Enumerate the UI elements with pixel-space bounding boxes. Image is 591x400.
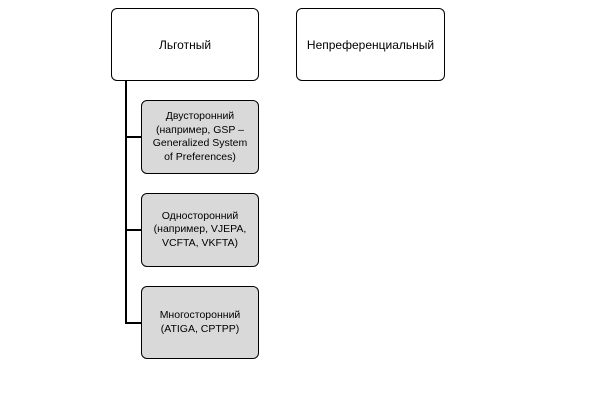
connector-branch-1 <box>125 136 141 138</box>
node-multilateral: Многосторонний (ATIGA, CPTPP) <box>141 286 259 359</box>
node-unilateral-label: Односторонний (например, VJEPA, VCFTA, V… <box>153 209 247 249</box>
node-unilateral: Односторонний (например, VJEPA, VCFTA, V… <box>141 193 259 267</box>
node-non-preferential: Непреференциальный <box>296 8 445 81</box>
node-non-preferential-label: Непреференциальный <box>306 37 435 52</box>
node-preferential-label: Льготный <box>158 37 212 52</box>
connector-trunk <box>125 80 127 323</box>
connector-branch-2 <box>125 229 141 231</box>
node-preferential: Льготный <box>111 8 259 81</box>
node-multilateral-label: Многосторонний (ATIGA, CPTPP) <box>159 309 241 335</box>
node-bilateral: Двусторонний (например, GSP – Generalize… <box>141 100 259 174</box>
node-bilateral-label: Двусторонний (например, GSP – Generalize… <box>152 110 248 163</box>
connector-branch-3 <box>125 322 141 324</box>
